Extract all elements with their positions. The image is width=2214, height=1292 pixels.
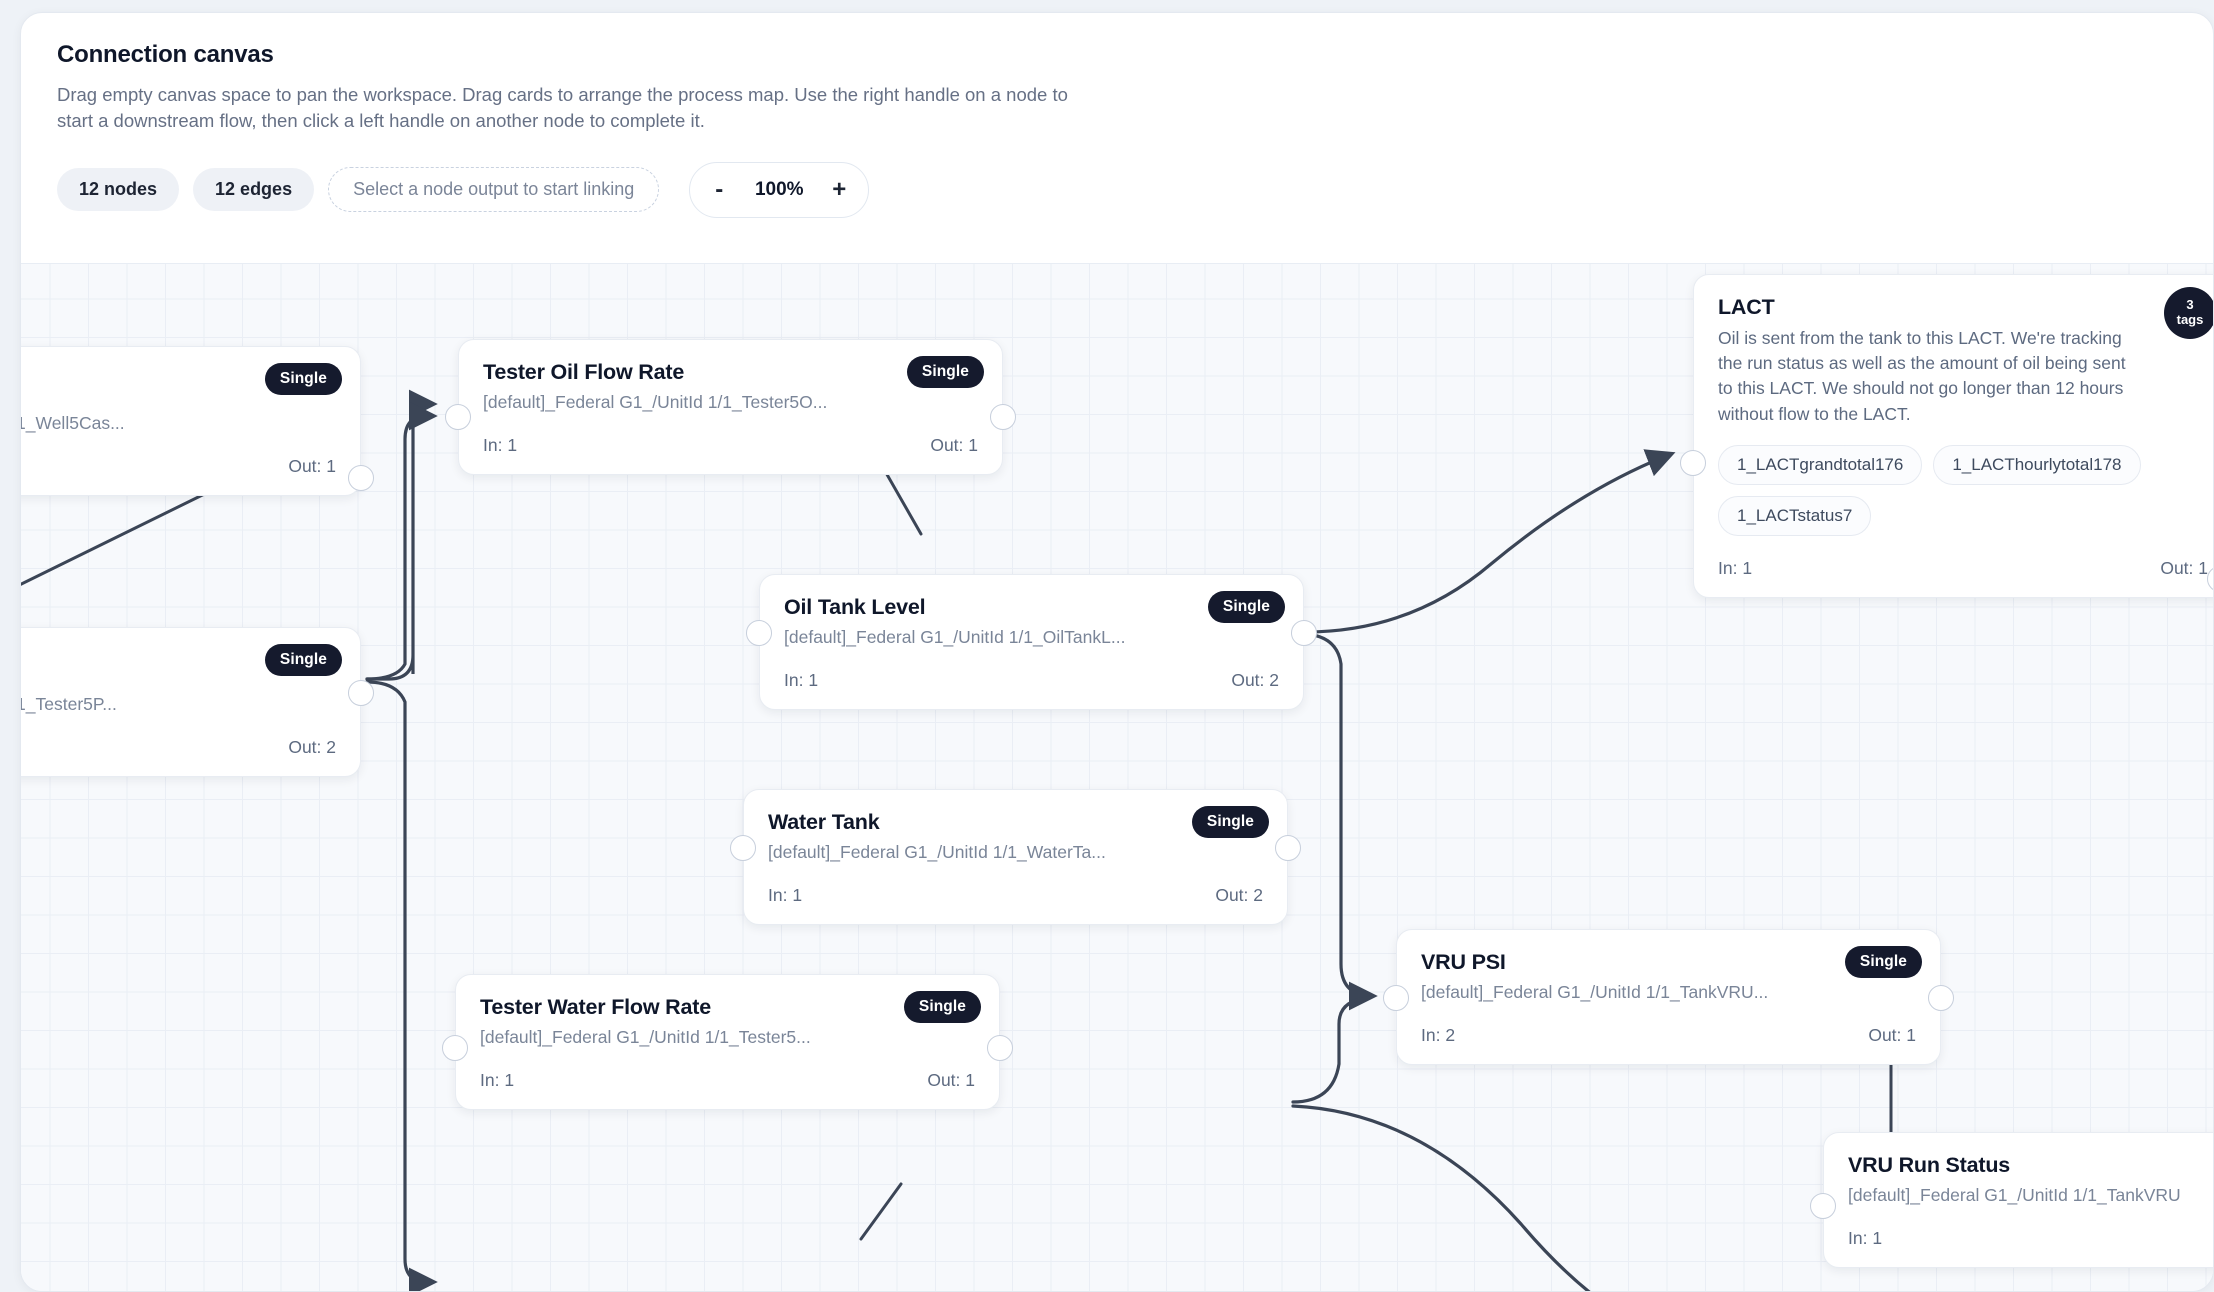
edge-watertank-to-vrupsi — [1291, 996, 1371, 1104]
edge-watertank-to-waterpump — [1291, 1104, 1591, 1291]
node-out-count: Out: 2 — [1215, 885, 1263, 905]
link-hint-chip: Select a node output to start linking — [328, 167, 660, 213]
node-title: Tester Water Flow Rate — [480, 995, 711, 1019]
node-water-tank[interactable]: Single Water Tank [default]_Federal G1_/… — [730, 789, 1301, 925]
input-handle[interactable] — [1680, 450, 1706, 476]
panel-header: Connection canvas Drag empty canvas spac… — [21, 13, 2213, 240]
edge-oilflow-to-oiltank — [879, 462, 923, 536]
input-handle[interactable] — [746, 620, 772, 646]
node-title: Water Tank — [768, 810, 880, 834]
node-out-count: Out: 2 — [288, 737, 336, 757]
status-badge: Single — [1191, 806, 1269, 838]
panel-description: Drag empty canvas space to pan the works… — [57, 84, 1068, 132]
node-path: [default]_Federal G1_/UnitId 1/1_TankVRU — [1848, 1185, 2181, 1205]
node-in-count: In: 1 — [483, 435, 518, 455]
node-path: /UnitId 1/1_Well5Cas... — [21, 413, 125, 433]
status-badge: Single — [906, 356, 984, 388]
input-handle[interactable] — [1383, 985, 1409, 1011]
node-out-count: Out: 1 — [927, 1070, 975, 1090]
node-in-count: In: 1 — [1848, 1228, 1883, 1248]
node-in-count: In: 1 — [480, 1070, 515, 1090]
node-out-count: Out: 1 — [2160, 557, 2208, 578]
node-in-count: In: 2 — [1421, 1025, 1456, 1045]
node-out-count: Out: 1 — [288, 456, 336, 476]
node-oil-tank-level[interactable]: Single Oil Tank Level [default]_Federal … — [746, 574, 1317, 710]
node-in-count: In: 1 — [768, 885, 803, 905]
node-in-count: In: 1 — [1718, 557, 1753, 578]
node-footer: In: 1 Out: 1 — [483, 435, 978, 456]
node-title: VRU PSI — [1421, 950, 1506, 974]
page-title: Connection canvas — [57, 41, 274, 68]
status-badge: Single — [264, 363, 342, 395]
flow-canvas[interactable]: Single /UnitId 1/1_Well5Cas... Out: 1 Si… — [21, 263, 2213, 1291]
output-handle[interactable] — [990, 404, 1016, 430]
node-title: Oil Tank Level — [784, 595, 926, 619]
tag-pill[interactable]: 1_LACTstatus7 — [1718, 495, 1872, 536]
output-handle[interactable] — [348, 680, 374, 706]
edge-oiltank-to-vrupsi — [1303, 632, 1378, 1011]
node-footer: In: 1 Out: 1 — [1718, 558, 2208, 579]
node-title: VRU Run Status — [1848, 1153, 2011, 1177]
node-well5-casing[interactable]: Single /UnitId 1/1_Well5Cas... Out: 1 — [21, 346, 374, 496]
node-path: [default]_Federal G1_/UnitId 1/1_Tester5… — [483, 392, 828, 412]
output-handle[interactable] — [1928, 985, 1954, 1011]
zoom-level-label: 100% — [754, 178, 804, 200]
node-in-count: In: 1 — [784, 670, 819, 690]
zoom-controls: - 100% + — [689, 161, 870, 218]
status-badge: Single — [903, 991, 981, 1023]
zoom-in-button[interactable]: + — [816, 167, 862, 213]
node-footer: In: 1 — [1848, 1228, 2213, 1249]
node-footer: In: 1 Out: 2 — [784, 670, 1279, 691]
edge-oiltank-to-lact — [1303, 449, 1676, 634]
status-badge: Single — [1844, 946, 1922, 978]
node-tester-oil-flow-rate[interactable]: Single Tester Oil Flow Rate [default]_Fe… — [445, 339, 1016, 475]
node-footer: In: 2 Out: 1 — [1421, 1025, 1916, 1046]
tag-count-value: 3 — [2186, 297, 2194, 313]
node-out-count: Out: 1 — [1868, 1025, 1916, 1045]
zoom-out-button[interactable]: - — [696, 167, 742, 213]
connection-canvas-panel: Connection canvas Drag empty canvas spac… — [20, 12, 2214, 1292]
node-lact[interactable]: 3 tags LACT Oil is sent from the tank to… — [1680, 274, 2213, 598]
tag-pill[interactable]: 1_LACThourlytotal178 — [1933, 444, 2141, 485]
edge-b — [365, 680, 438, 1291]
node-path: [default]_Federal G1_/UnitId 1/1_WaterTa… — [768, 842, 1106, 862]
tag-pill[interactable]: 1_LACTgrandtotal176 — [1718, 444, 1923, 485]
node-vru-psi[interactable]: Single VRU PSI [default]_Federal G1_/Uni… — [1383, 929, 1954, 1065]
node-title: Tester Oil Flow Rate — [483, 360, 685, 384]
input-handle[interactable] — [1810, 1193, 1836, 1219]
node-footer: In: 1 Out: 1 — [480, 1070, 975, 1091]
output-handle[interactable] — [1275, 835, 1301, 861]
node-path: [default]_Federal G1_/UnitId 1/1_TankVRU… — [1421, 982, 1769, 1002]
status-badge: Single — [1207, 591, 1285, 623]
tag-count-label: tags — [2176, 312, 2204, 327]
node-tester-water-flow-rate[interactable]: Single Tester Water Flow Rate [default]_… — [442, 974, 1013, 1110]
edge-a — [365, 401, 438, 681]
node-path: [default]_Federal G1_/UnitId 1/1_OilTank… — [784, 627, 1126, 647]
canvas-toolbar: 12 nodes 12 edges Select a node output t… — [57, 161, 2177, 240]
edge-watertank-to-testerwater — [859, 1182, 903, 1241]
output-handle[interactable] — [987, 1035, 1013, 1061]
edge-tester5p-to-oilflow — [365, 389, 438, 681]
input-handle[interactable] — [442, 1035, 468, 1061]
node-footer: In: 1 Out: 2 — [768, 885, 1263, 906]
status-badge: Single — [264, 644, 342, 676]
edge-count-chip: 12 edges — [193, 168, 315, 212]
node-footer: Out: 2 — [21, 737, 336, 758]
input-handle[interactable] — [730, 835, 756, 861]
output-handle[interactable] — [1291, 620, 1317, 646]
tag-count-badge: 3 tags — [2164, 287, 2213, 339]
node-title: LACT — [1718, 295, 1775, 319]
node-footer: Out: 1 — [21, 456, 336, 477]
node-out-count: Out: 2 — [1231, 670, 1279, 690]
node-count-chip: 12 nodes — [57, 168, 180, 212]
node-out-count: Out: 1 — [930, 435, 978, 455]
output-handle[interactable] — [348, 465, 374, 491]
input-handle[interactable] — [445, 404, 471, 430]
node-description: Oil is sent from the tank to this LACT. … — [1718, 328, 2126, 424]
node-vru-run-status[interactable]: VRU Run Status [default]_Federal G1_/Uni… — [1810, 1132, 2213, 1268]
node-path: /UnitId 1/1_Tester5P... — [21, 694, 117, 714]
node-tester5p[interactable]: Single /UnitId 1/1_Tester5P... Out: 2 — [21, 627, 374, 777]
node-path: [default]_Federal G1_/UnitId 1/1_Tester5… — [480, 1027, 811, 1047]
tag-list: 1_LACTgrandtotal176 1_LACThourlytotal178… — [1718, 444, 2208, 536]
